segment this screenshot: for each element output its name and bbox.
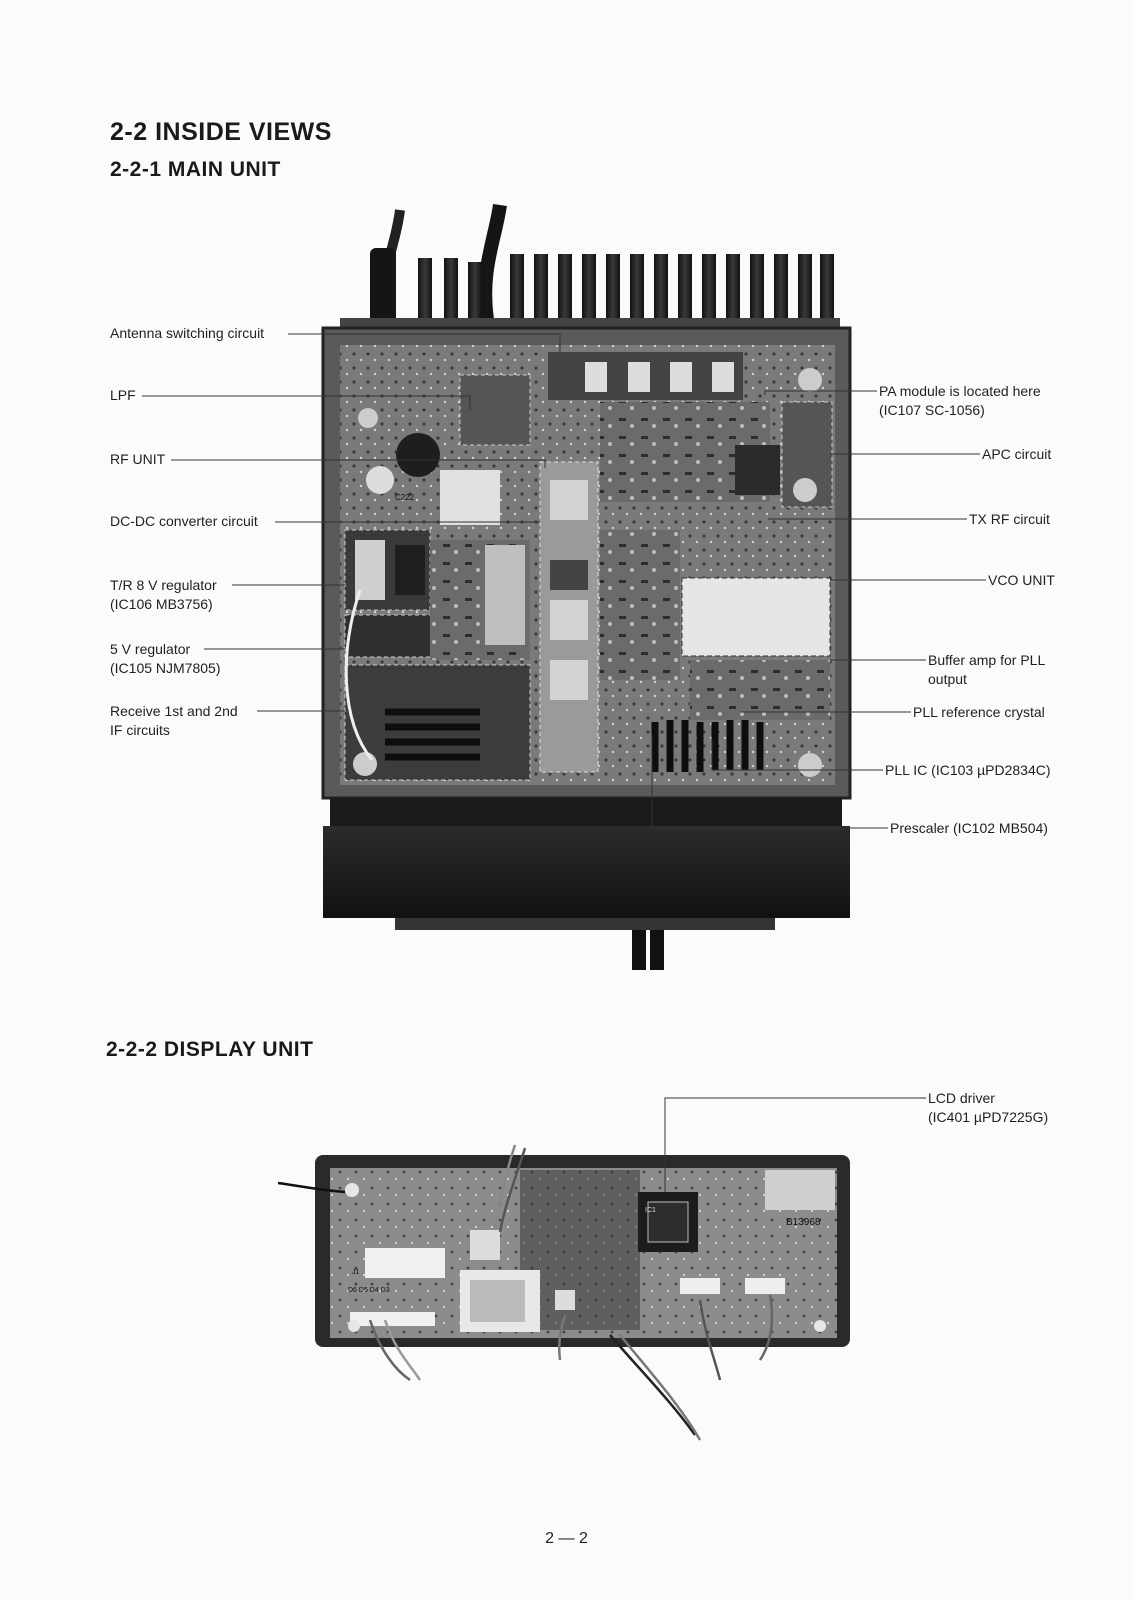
label-5v-regulator-line1: 5 V regulator (110, 641, 191, 657)
b13968-marking: B13968 (786, 1217, 821, 1228)
cable-connector (370, 248, 396, 328)
label-lcd-driver-line2: (IC401 µPD7225G) (928, 1109, 1049, 1125)
label-buffer-amp-line1: Buffer amp for PLL (928, 652, 1046, 668)
label-antenna-switching: Antenna switching circuit (110, 325, 265, 341)
diode-row-marking: D6 D5 D4 D3 (348, 1287, 390, 1294)
label-pa-module: PA module is located here (IC107 SC-1056… (879, 382, 1041, 420)
label-receive-if: Receive 1st and 2nd IF circuits (110, 702, 238, 740)
label-vco-unit: VCO UNIT (988, 572, 1055, 588)
label-tr-regulator-line1: T/R 8 V regulator (110, 577, 217, 593)
page-number: 2 — 2 (545, 1530, 588, 1547)
label-receive-if-line2: IF circuits (110, 722, 170, 738)
c222-marking: C222 (395, 493, 415, 502)
label-buffer-amp: Buffer amp for PLL output (928, 651, 1045, 689)
heat-sink (340, 254, 840, 332)
label-lpf: LPF (110, 387, 136, 403)
front-panel (323, 826, 850, 918)
label-pll-crystal: PLL reference crystal (913, 704, 1045, 720)
j1-marking: J1 (352, 1269, 360, 1276)
label-lcd-driver-line1: LCD driver (928, 1090, 995, 1106)
section-heading: 2-2 INSIDE VIEWS (110, 118, 332, 146)
label-apc: APC circuit (982, 446, 1052, 462)
label-5v-regulator-line2: (IC105 NJM7805) (110, 660, 221, 676)
display-unit-heading: 2-2-2 DISPLAY UNIT (106, 1038, 314, 1061)
main-unit-heading: 2-2-1 MAIN UNIT (110, 158, 281, 181)
label-prescaler: Prescaler (IC102 MB504) (890, 820, 1048, 836)
label-pa-module-line1: PA module is located here (879, 383, 1041, 399)
ic1-marking: IC1 (645, 1207, 656, 1214)
label-pa-module-line2: (IC107 SC-1056) (879, 402, 985, 418)
label-lcd-driver: LCD driver (IC401 µPD7225G) (928, 1089, 1048, 1127)
label-pll-ic: PLL IC (IC103 µPD2834C) (885, 762, 1051, 778)
label-dcdc-converter: DC-DC converter circuit (110, 513, 258, 529)
label-5v-regulator: 5 V regulator (IC105 NJM7805) (110, 640, 221, 678)
label-tr-regulator: T/R 8 V regulator (IC106 MB3756) (110, 576, 217, 614)
label-tr-regulator-line2: (IC106 MB3756) (110, 596, 213, 612)
label-buffer-amp-line2: output (928, 671, 967, 687)
label-rf-unit: RF UNIT (110, 451, 166, 467)
label-receive-if-line1: Receive 1st and 2nd (110, 703, 238, 719)
main-unit-photo: C222 (321, 203, 852, 970)
vco-unit-can (681, 577, 831, 657)
label-tx-rf: TX RF circuit (969, 511, 1050, 527)
